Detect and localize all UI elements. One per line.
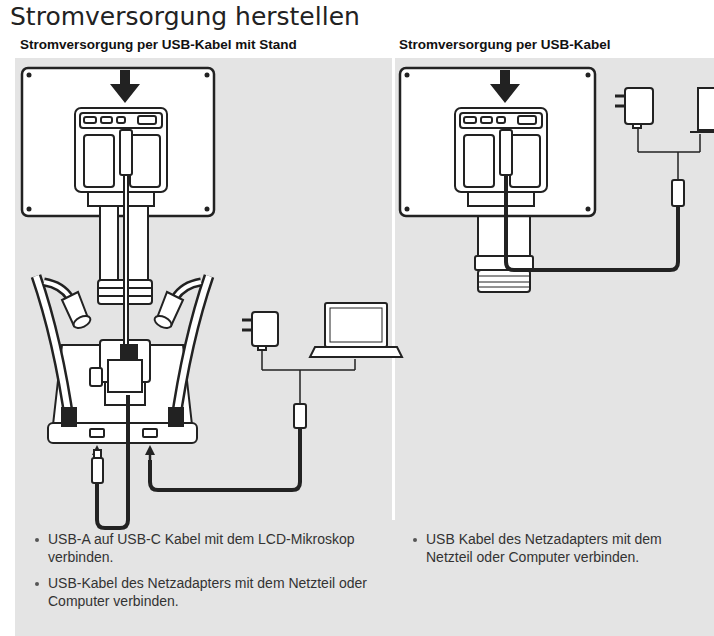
drawing-part: [117, 117, 125, 123]
bullet-dot: [35, 538, 39, 542]
drawing-part: [455, 108, 547, 192]
usb-cable: [506, 126, 700, 270]
instruction-text: USB-Kabel des Netzadapters mit dem Netzt…: [48, 574, 383, 610]
drawing-part: [586, 207, 591, 212]
panel-heading: Stromversorgung per USB-Kabel: [399, 37, 611, 53]
drawing-part: [310, 347, 402, 357]
drawing-part: [698, 88, 714, 130]
usb-plug: [92, 130, 306, 483]
drawing-part: [123, 175, 129, 350]
laptop: [690, 88, 714, 132]
drawing-part: [153, 314, 174, 331]
drawing-part: [72, 314, 93, 331]
drawing-part: [90, 429, 104, 437]
drawing-part: [108, 360, 142, 392]
usb-plug: [500, 130, 684, 206]
laptop: [310, 303, 402, 357]
drawing-part: [62, 408, 76, 426]
panel-divider: [392, 58, 395, 520]
drawing-part: [27, 207, 32, 212]
panel-ground: [15, 58, 714, 636]
bullet-dot: [35, 582, 39, 586]
drawing-part: [205, 207, 210, 212]
drawing-part: [638, 126, 700, 180]
drawing-part: [175, 282, 201, 298]
drawing-part: [615, 96, 625, 106]
drawing-part: [518, 116, 536, 124]
drawing-part: [464, 117, 476, 123]
drawing-part: [150, 428, 300, 490]
drawing-part: [22, 68, 214, 216]
page-title: Stromversorgung herstellen: [10, 3, 360, 31]
microscope: [400, 68, 595, 292]
drawing-part: [242, 320, 252, 330]
drawing-part: [497, 117, 505, 123]
drawing-part: [84, 135, 114, 187]
microscope-with-stand: [22, 68, 214, 443]
drawing-part: [138, 116, 156, 124]
bullet-dot: [413, 538, 417, 542]
drawing-part: [633, 124, 641, 128]
drawing-part: [490, 70, 520, 103]
drawing-part: [506, 175, 678, 270]
drawing-part: [175, 282, 201, 298]
drawing-part: [586, 73, 591, 78]
drawing-part: [205, 73, 210, 78]
drawing-part: [125, 175, 127, 350]
drawing-part: [500, 130, 512, 175]
instruction-text: USB Kabel des Netzadapters mit dem Netzt…: [426, 530, 704, 566]
drawing-part: [478, 270, 530, 292]
instruction-text: USB-A auf USB-C Kabel mit dem LCD-Mikros…: [48, 530, 383, 566]
drawing-part: [464, 135, 494, 187]
drawing-part: [80, 113, 162, 128]
drawing-part: [84, 117, 96, 123]
drawing-part: [101, 117, 112, 123]
drawing-part: [330, 308, 382, 342]
drawing-part: [94, 450, 101, 458]
drawing-part: [121, 345, 137, 360]
power-adapter: [242, 312, 278, 350]
drawing-part: [130, 135, 160, 187]
drawing-part: [88, 192, 154, 206]
drawing-part: [690, 131, 714, 133]
drawing-part: [510, 135, 540, 187]
drawing-part: [120, 130, 132, 175]
power-adapter: [615, 88, 653, 128]
drawing-part: [53, 345, 192, 425]
drawing-part: [36, 276, 209, 425]
drawing-part: [110, 70, 140, 103]
panel-heading: Stromversorgung per USB-Kabel mit Stand: [20, 37, 297, 53]
drawing-part: [672, 180, 684, 206]
drawing-part: [252, 312, 278, 346]
drawing-part: [625, 88, 653, 124]
drawing-part: [258, 346, 266, 350]
drawing-part: [92, 458, 103, 483]
drawing-part: [90, 368, 102, 386]
drawing-part: [44, 282, 70, 298]
drawing-part: [143, 429, 157, 437]
drawing-part: [478, 276, 530, 287]
drawing-part: [468, 192, 534, 206]
drawing-part: [27, 73, 32, 78]
drawing-part: [405, 207, 410, 212]
drawing-part: [149, 450, 152, 470]
drawing-part: [169, 408, 183, 426]
drawing-part: [400, 68, 595, 216]
drawing-part: [75, 108, 167, 192]
drawing-part: [405, 73, 410, 78]
drawing-part: [460, 113, 542, 128]
drawing-part: [481, 117, 492, 123]
drawing-part: [44, 282, 70, 298]
drawing-part: [294, 404, 306, 428]
drawing-part: [325, 303, 387, 347]
